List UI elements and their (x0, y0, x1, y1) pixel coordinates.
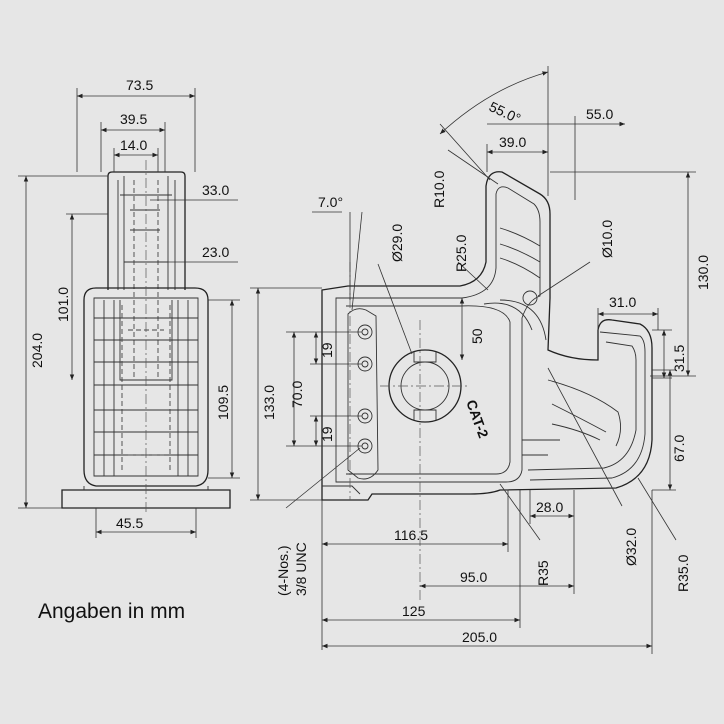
dim-14-0: 14.0 (120, 137, 147, 153)
dim-23-0: 23.0 (202, 244, 229, 260)
dim-73-5: 73.5 (126, 77, 153, 93)
dim-116-5: 116.5 (394, 527, 428, 543)
dim-19-bottom: 19 (319, 426, 335, 442)
dim-r10: R10.0 (431, 170, 447, 208)
dim-phi-29: Ø29.0 (389, 224, 405, 262)
side-view-dimensions (250, 66, 696, 654)
dim-109-5: 109.5 (215, 385, 231, 420)
dim-r25: R25.0 (453, 234, 469, 272)
dim-55-0: 55.0 (586, 106, 613, 122)
dim-50: 50 (469, 328, 485, 344)
dim-31-5: 31.5 (671, 345, 687, 372)
dim-45-5: 45.5 (116, 515, 143, 531)
dim-r35: R35 (535, 560, 551, 586)
dim-phi-32: Ø32.0 (623, 528, 639, 566)
dim-31-0: 31.0 (609, 294, 636, 310)
dim-28-0: 28.0 (536, 499, 563, 515)
dim-133-0: 133.0 (261, 385, 277, 420)
dim-70-0: 70.0 (289, 381, 305, 408)
thread-count: (4-Nos.) (275, 545, 291, 596)
thread-spec: 3/8 UNC (293, 542, 309, 596)
dim-7-deg: 7.0° (318, 194, 343, 210)
dim-67-0: 67.0 (671, 435, 687, 462)
dim-125: 125 (402, 603, 426, 619)
dim-39-5: 39.5 (120, 111, 147, 127)
small-hole (522, 290, 538, 306)
side-view (321, 171, 653, 600)
units-caption: Angaben in mm (38, 600, 186, 623)
dim-33-0: 33.0 (202, 182, 229, 198)
dim-204-0: 204.0 (29, 333, 45, 368)
dim-r35-0: R35.0 (675, 554, 691, 592)
dim-205-0: 205.0 (462, 629, 497, 645)
dim-95-0: 95.0 (460, 569, 487, 585)
dimension-labels: 73.5 39.5 14.0 33.0 23.0 101.0 204.0 109… (29, 77, 711, 645)
dim-19-top: 19 (319, 342, 335, 358)
dim-55-deg: 55.0° (487, 98, 524, 126)
dim-39-0: 39.0 (499, 134, 526, 150)
part-label: CAT-2 (463, 398, 492, 441)
front-view-dimensions (18, 88, 240, 538)
dim-101-0: 101.0 (55, 287, 71, 322)
front-view (61, 160, 231, 515)
dim-130-0: 130.0 (695, 255, 711, 290)
dim-phi-10: Ø10.0 (599, 220, 615, 258)
